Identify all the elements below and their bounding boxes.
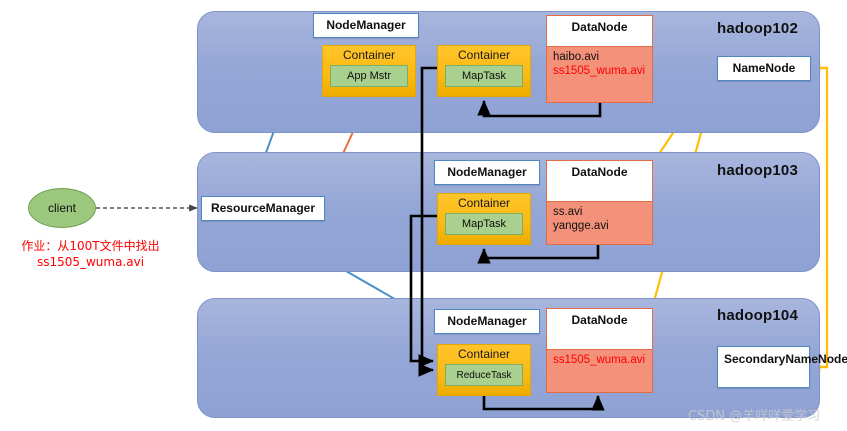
nodemanager-hadoop104[interactable]: NodeManager (434, 309, 540, 334)
secondary-namenode[interactable]: SecondaryNameNode (717, 346, 847, 388)
namenode[interactable]: NameNode (717, 56, 811, 81)
host-label-hadoop103: hadoop103 (717, 162, 798, 179)
task-reducetask[interactable]: ReduceTask (445, 364, 523, 387)
watermark: CSDN @羊咩咩爱学习 (688, 409, 821, 424)
datanode-file-list: ss1505_wuma.avi (547, 349, 652, 392)
container-appmstr-hadoop102[interactable]: Container App Mstr (322, 45, 416, 97)
datanode-hadoop104[interactable]: DataNode ss1505_wuma.avi (546, 308, 653, 393)
container-title: Container (457, 48, 511, 62)
datanode-file-highlighted: ss1505_wuma.avi (553, 65, 646, 78)
container-maptask-hadoop103[interactable]: Container MapTask (437, 193, 531, 245)
task-maptask[interactable]: MapTask (445, 65, 523, 88)
datanode-file: haibo.avi (553, 51, 600, 63)
datanode-file: ss.avi (553, 206, 583, 218)
datanode-file: yangge.avi (553, 220, 609, 233)
job-description-note: 作业：从100T文件中找出 ss1505_wuma.avi (21, 239, 160, 270)
task-maptask[interactable]: MapTask (445, 213, 523, 236)
nodemanager-hadoop102[interactable]: NodeManager (313, 13, 419, 38)
host-label-hadoop104: hadoop104 (717, 307, 798, 324)
datanode-title: DataNode (547, 161, 652, 201)
datanode-hadoop102[interactable]: DataNode haibo.avi ss1505_wuma.avi (546, 15, 653, 103)
container-reducetask-hadoop104[interactable]: Container ReduceTask (437, 344, 531, 396)
container-title: Container (342, 48, 396, 62)
datanode-file-list: haibo.avi ss1505_wuma.avi (547, 46, 652, 102)
task-app-mstr[interactable]: App Mstr (330, 65, 408, 88)
container-maptask-hadoop102[interactable]: Container MapTask (437, 45, 531, 97)
container-title: Container (457, 347, 511, 361)
datanode-title: DataNode (547, 309, 652, 349)
datanode-hadoop103[interactable]: DataNode ss.avi yangge.avi (546, 160, 653, 245)
host-label-hadoop102: hadoop102 (717, 20, 798, 37)
datanode-file-highlighted: ss1505_wuma.avi (553, 354, 646, 366)
datanode-file-list: ss.avi yangge.avi (547, 201, 652, 244)
resourcemanager[interactable]: ResourceManager (201, 196, 325, 221)
container-title: Container (457, 196, 511, 210)
client-node[interactable]: client (28, 188, 96, 228)
datanode-title: DataNode (547, 16, 652, 46)
nodemanager-hadoop103[interactable]: NodeManager (434, 160, 540, 185)
